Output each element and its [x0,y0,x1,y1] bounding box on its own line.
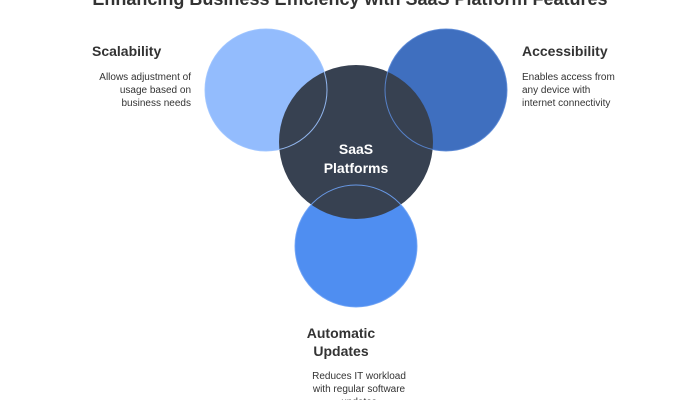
accessibility-desc-line2: any device with [522,85,591,96]
updates-desc-line3: updates [294,396,424,400]
scalability-desc-line1: Allows adjustment of [99,72,191,83]
updates-circle [295,185,417,307]
updates-desc-line2: with regular software [312,384,406,395]
center-label-line1: SaaS [338,141,374,157]
accessibility-desc-line3: internet connectivity [522,98,611,109]
scalability-desc-line3: business needs [121,98,192,109]
updates-title-line1: Automatic [306,325,376,341]
updates-outline [294,184,418,308]
center-label-line2: Platforms [323,160,389,176]
scalability-title: Scalability [92,43,162,59]
accessibility-outline [384,28,508,152]
updates-desc-line1: Reduces IT workload [312,371,406,382]
diagram-title: Enhancing Business Efficiency with SaaS … [0,0,700,10]
accessibility-desc-line1: Enables access from [522,72,615,83]
updates-title-line2: Updates [313,343,369,359]
center-label: SaaS Platforms [296,140,416,178]
scalability-desc-line2: usage based on [119,85,191,96]
scalability-outline [204,28,328,152]
accessibility-title: Accessibility [522,43,608,59]
saas-platforms-circle [279,65,433,219]
updates-title: Automatic Updates [286,324,396,360]
updates-description: Reduces IT workload with regular softwar… [294,370,424,400]
accessibility-description: Enables access from any device with inte… [522,71,662,110]
scalability-description: Allows adjustment of usage based on busi… [60,71,191,110]
